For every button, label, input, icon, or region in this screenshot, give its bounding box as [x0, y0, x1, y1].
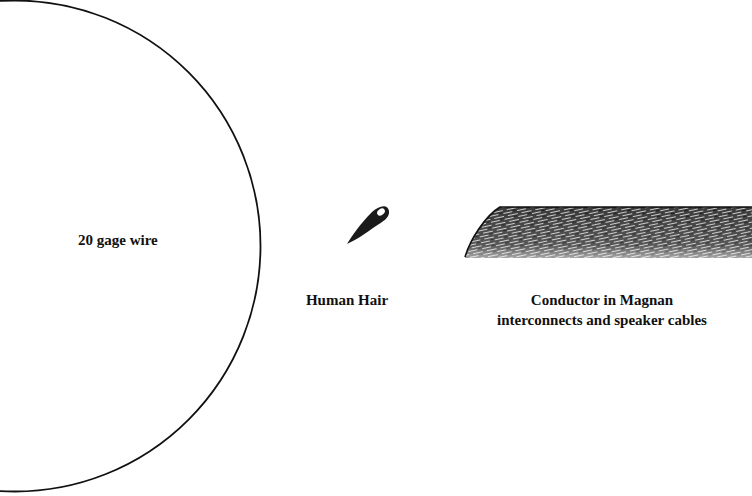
wire-cross-section: 20 gage wire	[0, 0, 262, 493]
hair-label: Human Hair	[277, 291, 417, 311]
hair-strand	[347, 206, 389, 244]
wire-label: 20 gage wire	[78, 231, 158, 250]
conductor-edge	[465, 207, 752, 257]
conductor-label: Conductor in Magnan interconnects and sp…	[454, 291, 750, 330]
wire-circle	[0, 1, 261, 492]
conductor-fade	[465, 207, 752, 258]
conductor-ribbon	[465, 207, 752, 258]
hair-section	[376, 207, 386, 217]
